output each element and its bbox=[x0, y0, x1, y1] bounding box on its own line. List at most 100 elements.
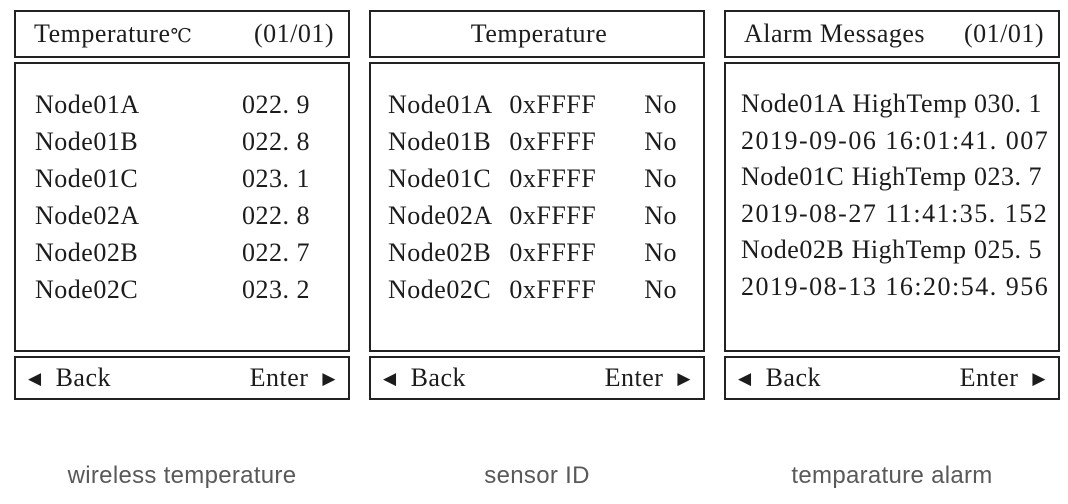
table-row: Node01C 023. 1 bbox=[16, 160, 348, 197]
celsius-unit: ℃ bbox=[170, 26, 193, 47]
back-arrow-icon: ◀ bbox=[28, 368, 42, 388]
table-row: Node01B 022. 8 bbox=[16, 123, 348, 160]
temperature-value: 022. 7 bbox=[242, 238, 310, 267]
list-item: Node01C HighTemp 023. 7 2019-08-27 11:41… bbox=[726, 159, 1058, 232]
page-indicator: (01/01) bbox=[963, 19, 1044, 48]
sensor-id-value: 0xFFFF bbox=[509, 127, 597, 156]
node-name: Node02A bbox=[35, 201, 140, 230]
back-arrow-icon: ◀ bbox=[383, 368, 397, 388]
enter-button-label: Enter bbox=[959, 363, 1019, 392]
softkey-bar: ◀ Back Enter ▶ bbox=[369, 356, 705, 400]
status-flag: No bbox=[644, 164, 677, 193]
screen-captions: wireless temperature sensor ID temparatu… bbox=[14, 462, 1060, 490]
enter-arrow-icon: ▶ bbox=[677, 368, 691, 388]
back-button-label: Back bbox=[55, 363, 111, 392]
enter-button[interactable]: Enter ▶ bbox=[250, 363, 336, 393]
table-row: Node01A 0xFFFF No bbox=[371, 86, 703, 123]
temperature-value: 022. 8 bbox=[242, 127, 310, 156]
alarm-timestamp: 2019-08-27 11:41:35. 152 bbox=[741, 198, 1049, 228]
node-name: Node01B bbox=[388, 127, 492, 156]
sensor-id-value: 0xFFFF bbox=[509, 90, 597, 119]
temperature-value: 023. 1 bbox=[242, 164, 310, 193]
list-item: Node01A HighTemp 030. 1 2019-09-06 16:01… bbox=[726, 86, 1058, 159]
caption-sensor-id: sensor ID bbox=[484, 462, 590, 489]
table-row: Node01A 022. 9 bbox=[16, 86, 348, 123]
node-name: Node01C bbox=[35, 164, 139, 193]
status-flag: No bbox=[644, 127, 677, 156]
back-button[interactable]: ◀ Back bbox=[738, 363, 821, 393]
enter-arrow-icon: ▶ bbox=[1032, 368, 1046, 388]
alarm-type: HighTemp bbox=[851, 235, 967, 264]
temperature-value: 023. 2 bbox=[242, 275, 310, 304]
alarm-value: 023. 7 bbox=[973, 162, 1042, 191]
caption-temperature-alarm: temparature alarm bbox=[791, 462, 993, 489]
temperature-alarm-screen: Alarm Messages (01/01) Node01A HighTemp … bbox=[724, 10, 1060, 400]
enter-button[interactable]: Enter ▶ bbox=[960, 363, 1046, 393]
alarm-summary: Node01A HighTemp 030. 1 bbox=[726, 86, 1058, 123]
status-flag: No bbox=[644, 201, 677, 230]
enter-arrow-icon: ▶ bbox=[322, 368, 336, 388]
back-button-label: Back bbox=[410, 363, 466, 392]
alarm-timestamp: 2019-09-06 16:01:41. 007 bbox=[741, 125, 1050, 155]
table-row: Node02B 0xFFFF No bbox=[371, 234, 703, 271]
softkey-bar: ◀ Back Enter ▶ bbox=[14, 356, 350, 400]
node-name: Node02A bbox=[388, 201, 493, 230]
enter-button[interactable]: Enter ▶ bbox=[605, 363, 691, 393]
back-button[interactable]: ◀ Back bbox=[28, 363, 111, 393]
alarm-messages-list: Node01A HighTemp 030. 1 2019-09-06 16:01… bbox=[724, 62, 1060, 352]
alarm-summary: Node01C HighTemp 023. 7 bbox=[726, 159, 1058, 196]
node-name: Node02C bbox=[388, 275, 492, 304]
table-row: Node02A 022. 8 bbox=[16, 197, 348, 234]
back-button-label: Back bbox=[765, 363, 821, 392]
table-row: Node01B 0xFFFF No bbox=[371, 123, 703, 160]
node-name: Node01C bbox=[741, 162, 845, 191]
node-name: Node02B bbox=[741, 235, 845, 264]
node-name: Node01A bbox=[741, 89, 846, 118]
softkey-bar: ◀ Back Enter ▶ bbox=[724, 356, 1060, 400]
alarm-summary: Node02B HighTemp 025. 5 bbox=[726, 232, 1058, 269]
table-row: Node02B 022. 7 bbox=[16, 234, 348, 271]
sensor-id-title-bar: Temperature bbox=[369, 10, 705, 58]
device-screens: Temperature℃ (01/01) Node01A 022. 9 Node… bbox=[14, 10, 1060, 400]
list-item: Node02B HighTemp 025. 5 2019-08-13 16:20… bbox=[726, 232, 1058, 305]
screen-title: Temperature bbox=[470, 19, 608, 48]
table-row: Node02A 0xFFFF No bbox=[371, 197, 703, 234]
temperature-readings-list: Node01A 022. 9 Node01B 022. 8 Node01C 02… bbox=[14, 62, 350, 352]
node-name: Node02C bbox=[35, 275, 139, 304]
node-name: Node02B bbox=[388, 238, 492, 267]
status-flag: No bbox=[644, 90, 677, 119]
table-row: Node02C 0xFFFF No bbox=[371, 271, 703, 308]
temperature-value: 022. 8 bbox=[242, 201, 310, 230]
node-name: Node01A bbox=[388, 90, 493, 119]
wireless-temperature-title-bar: Temperature℃ (01/01) bbox=[14, 10, 350, 58]
sensor-id-value: 0xFFFF bbox=[509, 201, 597, 230]
status-flag: No bbox=[644, 275, 677, 304]
screen-title: Temperature℃ bbox=[34, 19, 193, 48]
node-name: Node01B bbox=[35, 127, 139, 156]
alarm-type: HighTemp bbox=[851, 162, 967, 191]
caption-wireless-temperature: wireless temperature bbox=[67, 462, 297, 489]
node-name: Node02B bbox=[35, 238, 139, 267]
wireless-temperature-screen: Temperature℃ (01/01) Node01A 022. 9 Node… bbox=[14, 10, 350, 400]
enter-button-label: Enter bbox=[604, 363, 664, 392]
back-arrow-icon: ◀ bbox=[738, 368, 752, 388]
alarm-type: HighTemp bbox=[852, 89, 968, 118]
alarm-value: 025. 5 bbox=[973, 235, 1042, 264]
alarm-messages-title-bar: Alarm Messages (01/01) bbox=[724, 10, 1060, 58]
enter-button-label: Enter bbox=[249, 363, 309, 392]
sensor-id-value: 0xFFFF bbox=[509, 238, 597, 267]
sensor-id-screen: Temperature Node01A 0xFFFF No Node01B 0x… bbox=[369, 10, 705, 400]
table-row: Node02C 023. 2 bbox=[16, 271, 348, 308]
page-indicator: (01/01) bbox=[253, 19, 334, 48]
alarm-value: 030. 1 bbox=[974, 89, 1042, 118]
node-name: Node01C bbox=[388, 164, 492, 193]
back-button[interactable]: ◀ Back bbox=[383, 363, 466, 393]
sensor-id-list: Node01A 0xFFFF No Node01B 0xFFFF No Node… bbox=[369, 62, 705, 352]
alarm-timestamp: 2019-08-13 16:20:54. 956 bbox=[741, 271, 1050, 301]
temperature-value: 022. 9 bbox=[242, 90, 310, 119]
sensor-id-value: 0xFFFF bbox=[509, 164, 597, 193]
status-flag: No bbox=[644, 238, 677, 267]
node-name: Node01A bbox=[35, 90, 140, 119]
screen-title: Alarm Messages bbox=[744, 19, 926, 48]
sensor-id-value: 0xFFFF bbox=[509, 275, 597, 304]
